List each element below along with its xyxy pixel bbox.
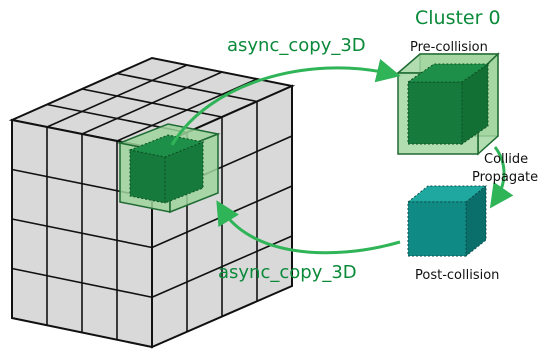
- grid-line-front-horizontal: [11, 267, 153, 299]
- pre-collision-cube: [395, 52, 500, 156]
- post-collision-cube: [406, 184, 488, 258]
- subblock-inner-top: [128, 134, 205, 158]
- grid-line-side-horizontal: [151, 235, 293, 298]
- grid-line-front-horizontal: [11, 218, 153, 249]
- copy-out-label: async_copy_3D: [227, 35, 366, 56]
- post-collision-label: Post-collision: [415, 268, 499, 283]
- copy-in-arrow: [216, 200, 401, 255]
- grid-lines: [11, 64, 293, 340]
- subblock-inner-side: [164, 141, 204, 204]
- highlighted-subblock: [117, 123, 221, 214]
- post-cube-front: [407, 201, 467, 257]
- collide-label: Collide: [484, 152, 528, 167]
- pre-cube-inner-front: [407, 81, 463, 145]
- cluster-label: Cluster 0: [415, 7, 501, 29]
- grid-line-top-b: [116, 72, 258, 103]
- pre-collision-label: Pre-collision: [410, 40, 488, 55]
- copy-out-arrow: [170, 58, 401, 146]
- subblock-inner-front: [129, 149, 166, 204]
- collide-propagate-arrow: [489, 146, 514, 209]
- pre-cube-inner-top: [406, 63, 490, 83]
- post-cube-side: [465, 184, 487, 258]
- propagate-label: Propagate: [472, 170, 538, 185]
- copy-in-label: async_copy_3D: [218, 262, 357, 283]
